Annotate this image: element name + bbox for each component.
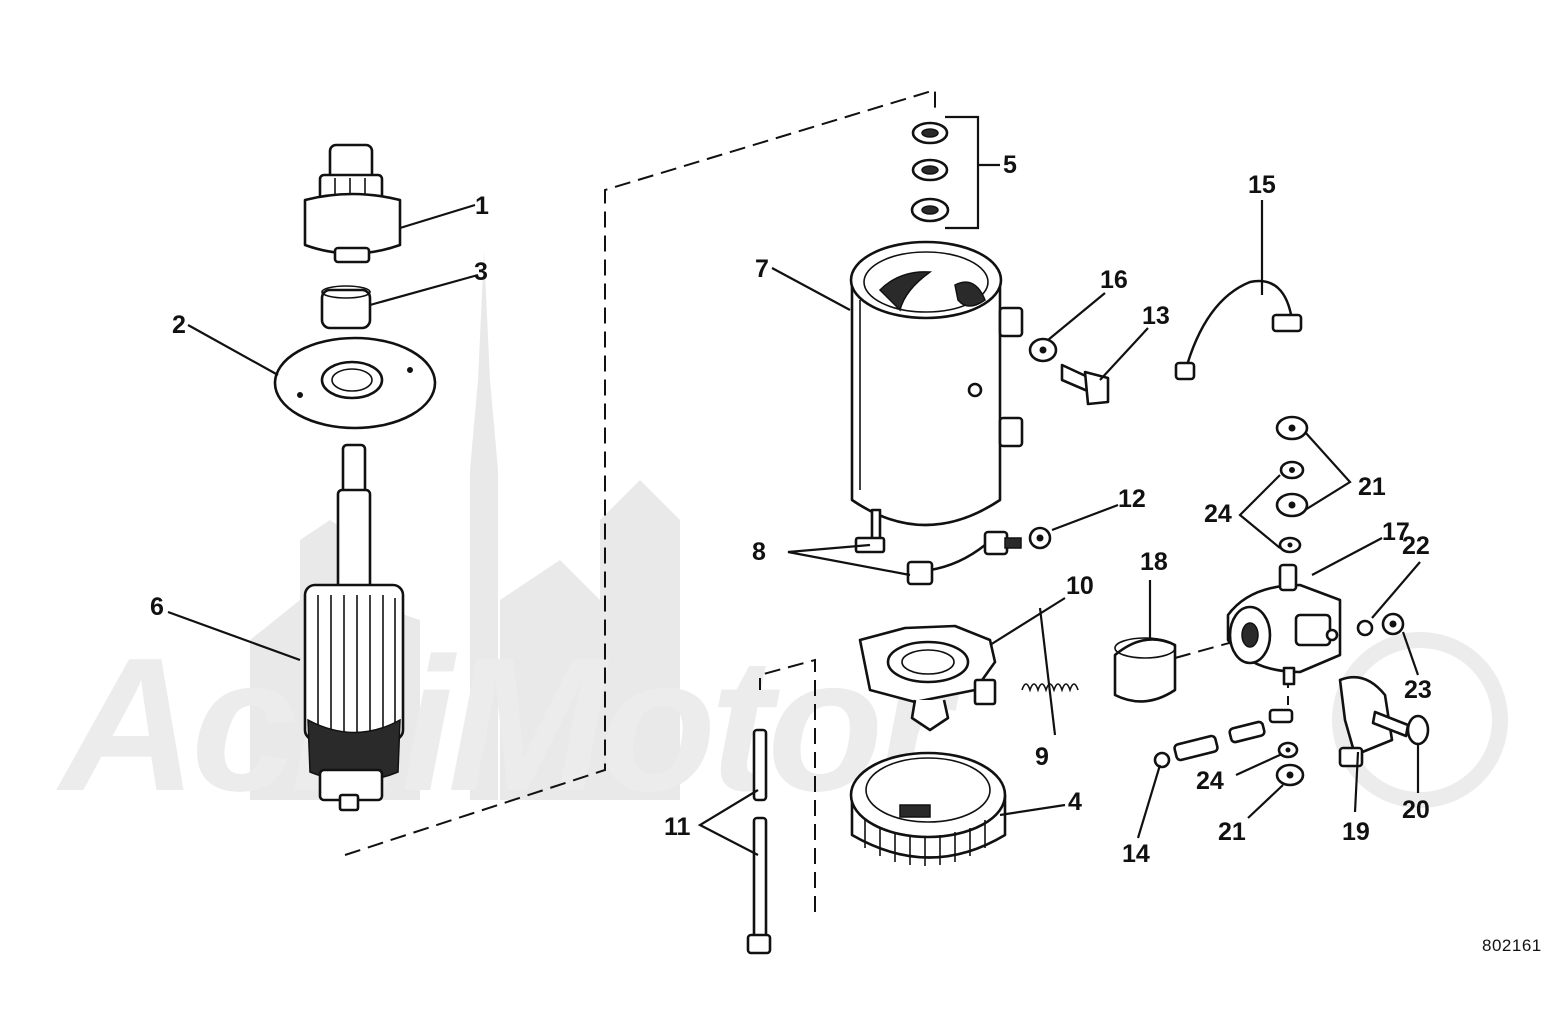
field-brushes <box>854 508 1022 586</box>
callout-8: 8 <box>752 538 766 566</box>
watermark-text: AchiMotor <box>56 619 960 831</box>
leader-lines <box>167 200 1421 856</box>
callout-9: 9 <box>1035 743 1049 771</box>
callout-12: 12 <box>1118 485 1146 513</box>
through-bolts <box>746 728 772 955</box>
callout-3: 3 <box>474 258 488 286</box>
thrust-plate <box>273 336 437 430</box>
callout-14: 14 <box>1122 840 1150 868</box>
callout-21a: 21 <box>1358 473 1386 501</box>
frame-washer <box>1028 337 1058 363</box>
sleeve <box>1113 637 1177 703</box>
callout-20: 20 <box>1402 796 1430 824</box>
callout-17: 17 <box>1382 518 1410 546</box>
callout-15: 15 <box>1248 171 1276 199</box>
solenoid <box>1226 563 1342 686</box>
callout-21b: 21 <box>1218 818 1246 846</box>
callout-10: 10 <box>1066 572 1094 600</box>
callout-24b: 24 <box>1196 767 1224 795</box>
spacer <box>320 285 372 330</box>
commutator-end-cap <box>849 751 1007 866</box>
callout-18: 18 <box>1140 548 1168 576</box>
callout-24a: 24 <box>1204 500 1232 528</box>
callout-13: 13 <box>1142 302 1170 330</box>
terminal-washer <box>1028 526 1052 550</box>
callout-16: 16 <box>1100 266 1128 294</box>
callout-5: 5 <box>1003 151 1017 179</box>
connector-strap <box>1153 708 1294 769</box>
drawing-number: 802161 <box>1482 936 1542 955</box>
ground-lead <box>1174 279 1303 381</box>
callout-19: 19 <box>1342 818 1370 846</box>
solenoid-bracket <box>1338 675 1394 768</box>
washer-stack <box>910 115 1000 230</box>
callouts: 1 3 2 6 5 7 16 13 15 12 8 10 9 11 4 18 1… <box>150 151 1432 868</box>
callout-4: 4 <box>1068 788 1082 816</box>
callout-23: 23 <box>1404 676 1432 704</box>
callout-11: 11 <box>664 813 691 841</box>
drive-pinion <box>303 143 402 264</box>
callout-2: 2 <box>172 311 186 339</box>
callout-22: 22 <box>1402 532 1430 560</box>
brush-plate <box>858 624 997 732</box>
armature <box>303 443 405 812</box>
terminal-hardware <box>1275 415 1309 787</box>
solenoid-terminal-hardware <box>1356 612 1405 637</box>
callout-1: 1 <box>475 192 489 220</box>
callout-6: 6 <box>150 593 164 621</box>
frame-bolt <box>1060 363 1110 406</box>
callout-7: 7 <box>755 255 769 283</box>
field-frame <box>849 240 1024 527</box>
